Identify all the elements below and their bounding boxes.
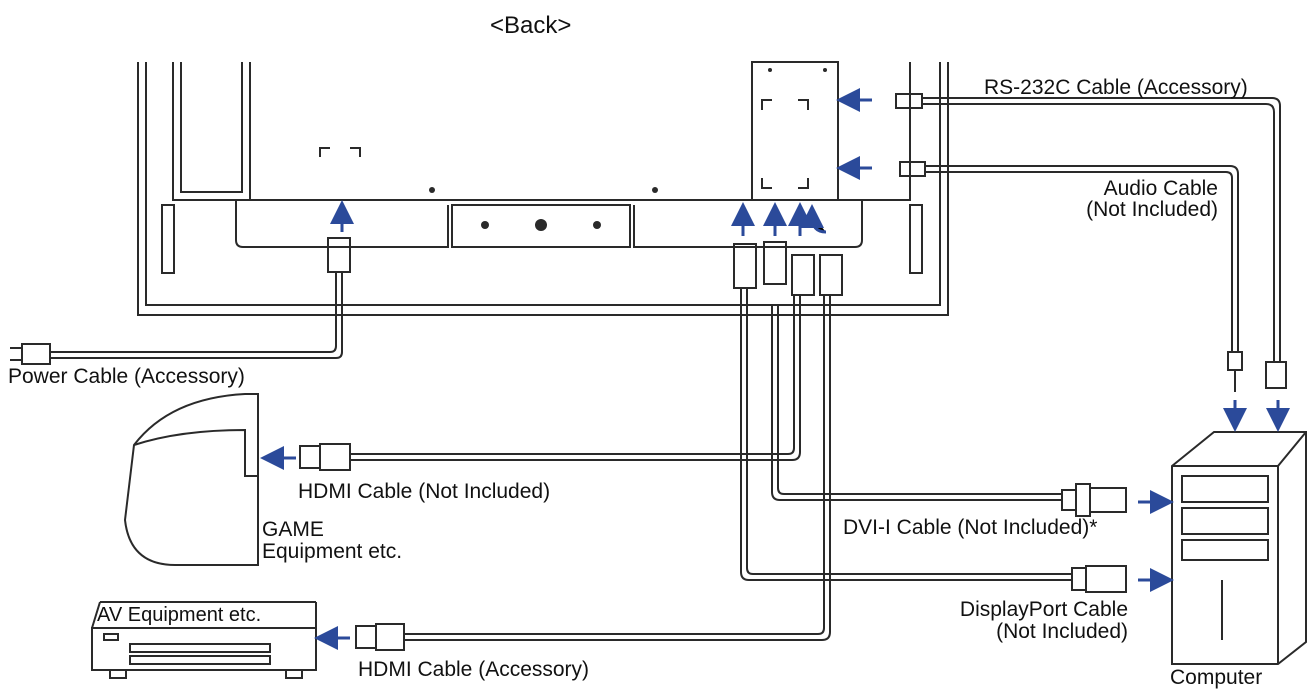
hdmi-cable-av-label: HDMI Cable (Accessory): [358, 658, 590, 681]
game-equipment-label-line2: Equipment etc.: [262, 540, 403, 563]
hdmi-connector-icon: [299, 254, 843, 651]
dvi-cable-label: DVI-I Cable (Not Included)*: [843, 516, 1098, 539]
rs232c-cable-label: RS-232C Cable (Accessory): [984, 76, 1248, 99]
computer-label: Computer: [1170, 666, 1263, 689]
av-equipment: [91, 601, 317, 679]
cables: [50, 97, 1281, 641]
monitor-back: [137, 61, 949, 316]
audio-cable-label-line2: (Not Included): [1086, 198, 1218, 221]
diagram-title: <Back>: [490, 12, 572, 39]
game-equipment: [123, 393, 259, 566]
audio-cable-label-line1: Audio Cable: [1103, 177, 1218, 200]
displayport-cable-label-line2: (Not Included): [996, 620, 1128, 643]
game-equipment-label-line1: GAME: [262, 518, 324, 541]
mount-marks: [319, 99, 809, 189]
hdmi-cable-game-label: HDMI Cable (Not Included): [298, 480, 551, 503]
av-equipment-label: AV Equipment etc.: [97, 604, 262, 626]
computer-tower: [1171, 431, 1307, 665]
arrows: [260, 88, 1290, 650]
displayport-connector-icon: [733, 243, 1127, 593]
dvi-connector-icon: [763, 241, 1127, 517]
rs232c-connector-icon: [895, 93, 1287, 389]
displayport-cable-label-line1: DisplayPort Cable: [959, 598, 1128, 621]
power-cable-label: Power Cable (Accessory): [8, 365, 245, 388]
screw-holes: [429, 68, 827, 231]
power-plug-icon: [10, 237, 351, 365]
audio-jack-icon: [899, 161, 1243, 392]
